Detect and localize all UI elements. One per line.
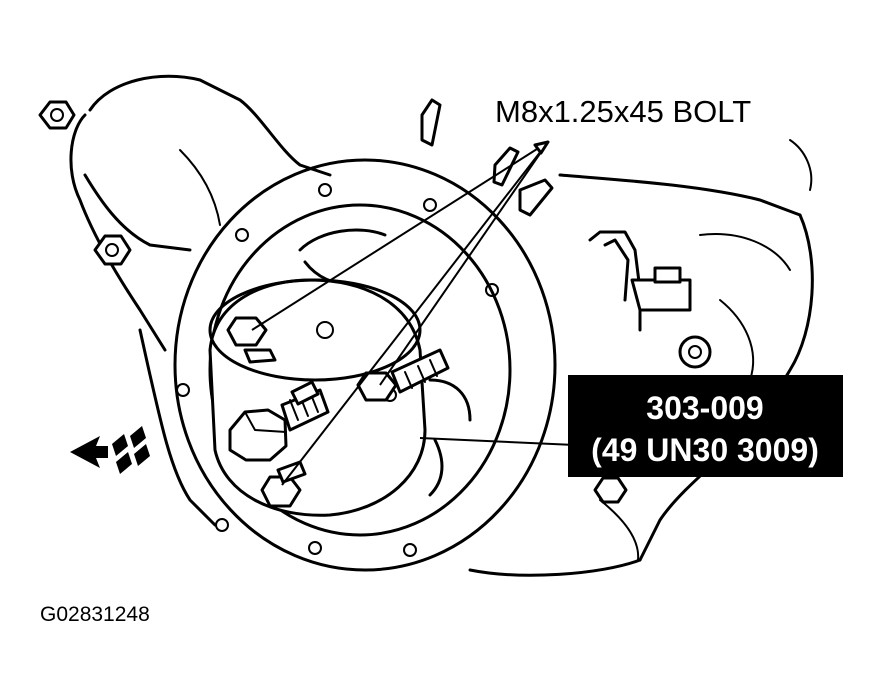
tool-leader-line: [419, 437, 576, 446]
tool-callout-box: [568, 375, 843, 477]
block-bolt-mid-left: [93, 234, 132, 266]
tool-bolt-right: [356, 348, 450, 402]
tool-alt-number: (49 UN30 3009): [591, 432, 819, 468]
center-forcing-screw: [228, 380, 330, 462]
bolt-leader-lines: [251, 140, 550, 486]
tool-bolt-upper: [226, 316, 277, 364]
tool-callout: 303-009 (49 UN30 3009): [568, 375, 843, 477]
bolt-label: M8x1.25x45 BOLT: [495, 94, 751, 129]
alignment-pins: [420, 98, 554, 217]
figure-id: G02831248: [40, 603, 150, 626]
engine-block-outline: [69, 74, 814, 577]
sensor-bracket: [588, 230, 712, 369]
tool-number: 303-009: [646, 390, 763, 426]
arrow-left-dashed-icon: [70, 426, 150, 474]
block-bolt-lower-right: [593, 476, 628, 504]
block-bolt-top-left: [38, 100, 76, 130]
